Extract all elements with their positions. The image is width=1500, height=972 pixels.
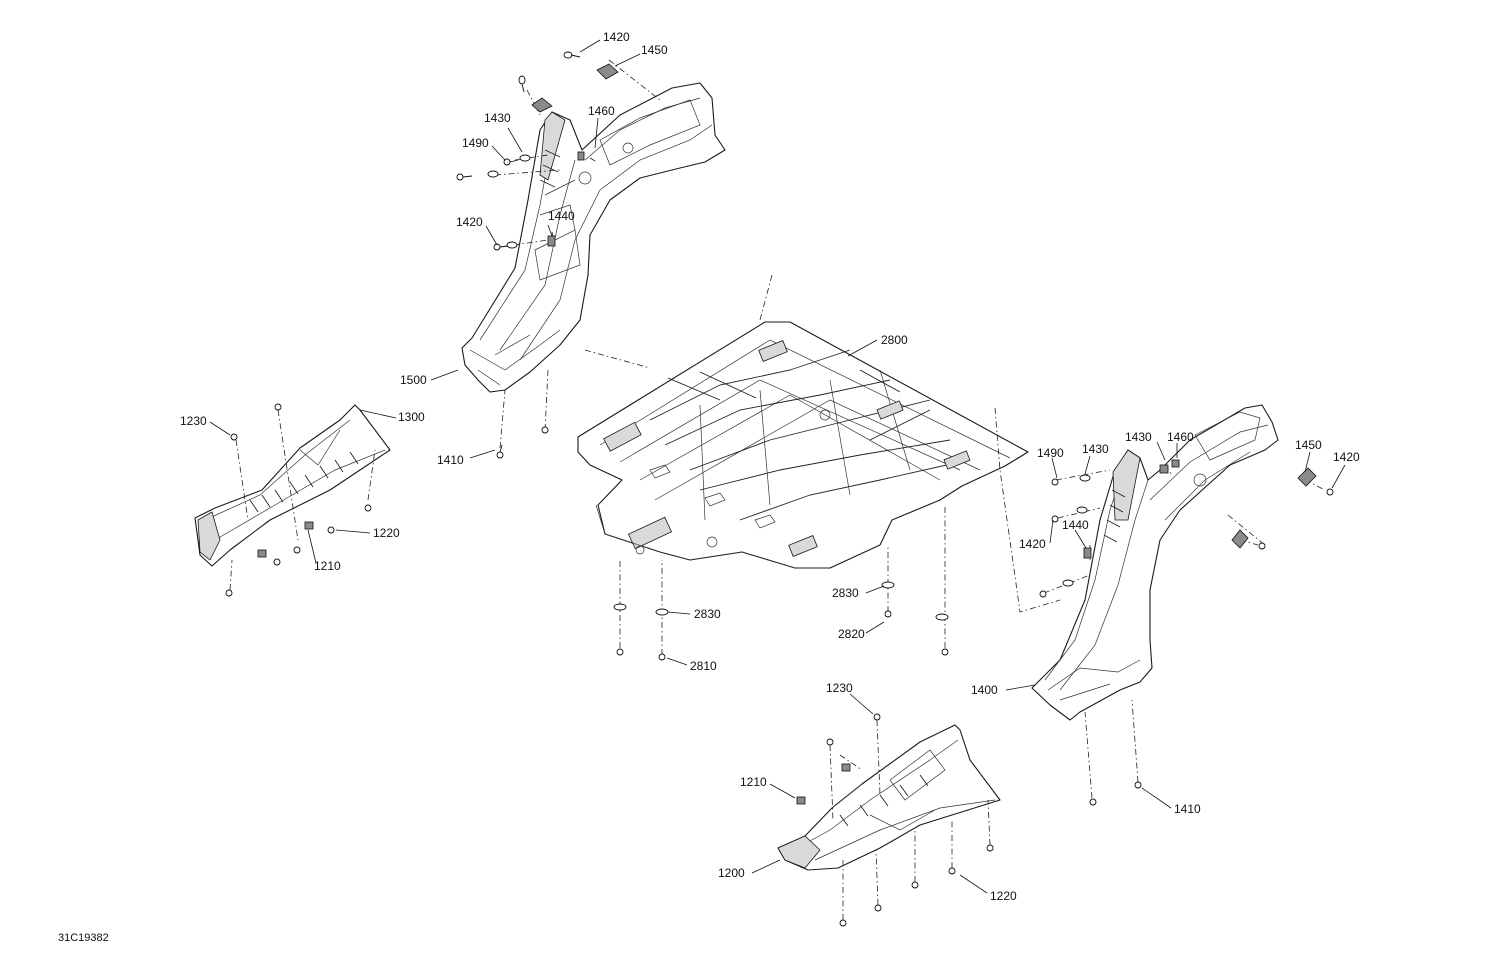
- callout-1420-left: 1420: [456, 215, 483, 229]
- callout-1200: 1200: [718, 866, 745, 880]
- screw-icon: [826, 738, 834, 746]
- screw-icon: [327, 526, 335, 534]
- callout-1490-right: 1490: [1037, 446, 1064, 460]
- washer-icon: [613, 603, 627, 611]
- screw-icon: [616, 648, 624, 656]
- clip-nut-icon: [257, 549, 267, 558]
- clip-nut-icon: [577, 151, 585, 161]
- screw-icon: [1039, 590, 1047, 598]
- cap-nut-icon: [1297, 467, 1317, 487]
- screw-icon: [1051, 515, 1059, 523]
- figure-code: 31C19382: [58, 932, 109, 944]
- callout-1420-top: 1420: [603, 30, 630, 44]
- screw-icon: [456, 173, 473, 181]
- washer-icon: [935, 613, 949, 621]
- screw-icon: [230, 433, 238, 441]
- screw-icon: [274, 403, 282, 411]
- screw-icon: [1134, 781, 1142, 789]
- callout-1210-right: 1210: [740, 775, 767, 789]
- callout-2830-right: 2830: [832, 586, 859, 600]
- washer-icon: [881, 581, 895, 589]
- callout-1460-right: 1460: [1167, 430, 1194, 444]
- cap-nut-icon: [531, 97, 553, 113]
- callout-1440-left: 1440: [548, 209, 575, 223]
- washer-icon: [1079, 474, 1091, 482]
- left-sill-1300: [194, 404, 391, 567]
- callout-1300: 1300: [398, 410, 425, 424]
- screw-icon: [874, 904, 882, 912]
- screw-icon: [948, 867, 956, 875]
- washer-icon: [487, 170, 499, 178]
- screw-icon: [1326, 488, 1334, 496]
- screw-icon: [541, 426, 549, 434]
- fasteners: [225, 51, 1334, 927]
- screw-icon: [911, 881, 919, 889]
- washer-icon: [1076, 506, 1088, 514]
- callout-1410-left: 1410: [437, 453, 464, 467]
- screw-icon: [986, 844, 994, 852]
- right-sill-1200: [777, 724, 1001, 871]
- screw-icon: [839, 919, 847, 927]
- callout-1490-left: 1490: [462, 136, 489, 150]
- clip-nut-icon: [1083, 547, 1092, 559]
- floor-panel-2800: [577, 321, 1029, 569]
- callout-1410-right: 1410: [1174, 802, 1201, 816]
- callout-1430-right-b: 1430: [1125, 430, 1152, 444]
- screw-icon: [563, 51, 581, 59]
- callout-1230-right: 1230: [826, 681, 853, 695]
- callout-1420-right: 1420: [1333, 450, 1360, 464]
- callout-1430-right-a: 1430: [1082, 442, 1109, 456]
- clip-nut-icon: [841, 763, 851, 772]
- clip-nut-icon: [547, 235, 556, 247]
- callout-1440-right: 1440: [1062, 518, 1089, 532]
- callout-1450-top: 1450: [641, 43, 668, 57]
- callout-1450-right: 1450: [1295, 438, 1322, 452]
- callout-2820: 2820: [838, 627, 865, 641]
- callout-2800: 2800: [881, 333, 908, 347]
- screw-icon: [496, 444, 504, 459]
- screw-icon: [518, 75, 526, 93]
- cap-nut-icon: [1231, 529, 1249, 549]
- left-pillar-1500: [461, 82, 726, 393]
- right-pillar-1400: [1031, 404, 1279, 721]
- screw-icon: [1258, 542, 1266, 550]
- clip-nut-icon: [304, 521, 314, 530]
- clip-nut-icon: [1159, 464, 1169, 474]
- callout-1420-right-low: 1420: [1019, 537, 1046, 551]
- assembly-lines: [229, 59, 1326, 920]
- screw-icon: [884, 610, 892, 618]
- screw-icon: [503, 158, 519, 166]
- callout-1400: 1400: [971, 683, 998, 697]
- washer-icon: [1062, 579, 1074, 587]
- screw-icon: [658, 653, 666, 661]
- screw-icon: [493, 243, 509, 251]
- screw-icon: [1089, 798, 1097, 806]
- callout-2830-left: 2830: [694, 607, 721, 621]
- callout-1230-left: 1230: [180, 414, 207, 428]
- screw-icon: [293, 546, 301, 554]
- callout-1220-right: 1220: [990, 889, 1017, 903]
- cap-nut-icon: [596, 63, 619, 80]
- callout-1430-left: 1430: [484, 111, 511, 125]
- callout-1220-left: 1220: [373, 526, 400, 540]
- callout-1210-left: 1210: [314, 559, 341, 573]
- screw-icon: [273, 558, 281, 566]
- screw-icon: [1051, 478, 1059, 486]
- leader-lines: [209, 39, 1346, 894]
- screw-icon: [873, 713, 881, 721]
- clip-nut-icon: [796, 796, 806, 805]
- clip-nut-icon: [1171, 459, 1180, 468]
- washer-icon: [655, 608, 669, 616]
- screw-icon: [941, 648, 949, 656]
- screw-icon: [364, 504, 372, 512]
- washer-icon: [519, 154, 531, 162]
- callout-labels: 1420 1450 1460 1430 1490 1440 1420 1500 …: [180, 30, 1360, 903]
- screw-icon: [225, 589, 233, 597]
- washer-icon: [506, 241, 518, 249]
- callout-2810: 2810: [690, 659, 717, 673]
- callout-1500: 1500: [400, 373, 427, 387]
- callout-1460-left: 1460: [588, 104, 615, 118]
